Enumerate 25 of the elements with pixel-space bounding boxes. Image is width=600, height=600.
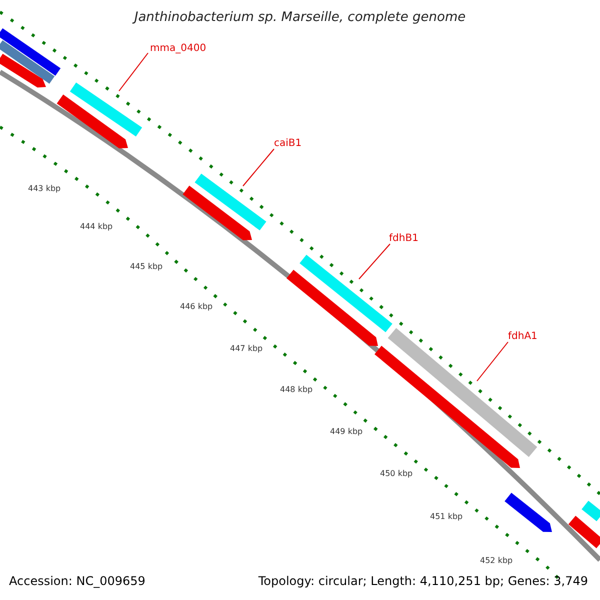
- tick-label: 444 kbp: [80, 222, 113, 231]
- diagram-title: Janthinobacterium sp. Marseille, complete genome: [131, 10, 467, 25]
- leader-line: [242, 148, 274, 186]
- tick-label: 446 kbp: [180, 302, 213, 311]
- gene-bar: [70, 82, 142, 136]
- genome-summary-text: Topology: circular; Length: 4,110,251 bp; Genes: 3,749: [258, 574, 588, 588]
- tick-label: 443 kbp: [28, 184, 61, 193]
- tick-label: 450 kbp: [380, 469, 413, 478]
- leader-line: [118, 52, 148, 92]
- gene-bar: [300, 254, 392, 332]
- gene-bar: [388, 328, 538, 457]
- gene-label: mma_0400: [150, 43, 206, 54]
- tick-label: 447 kbp: [230, 344, 263, 353]
- leader-line: [476, 342, 508, 382]
- tick-label: 448 kbp: [280, 385, 313, 394]
- leader-line: [358, 244, 390, 280]
- tick-label: 451 kbp: [430, 512, 463, 521]
- gene-label: fdhA1: [508, 331, 538, 342]
- tick-label: 445 kbp: [130, 262, 163, 271]
- accession-text: Accession: NC_009659: [9, 574, 146, 588]
- tick-label: 452 kbp: [480, 556, 513, 565]
- tick-label: 449 kbp: [330, 427, 363, 436]
- gene-label: caiB1: [274, 138, 302, 149]
- gene-label: fdhB1: [389, 233, 418, 244]
- gene-bar: [194, 174, 266, 230]
